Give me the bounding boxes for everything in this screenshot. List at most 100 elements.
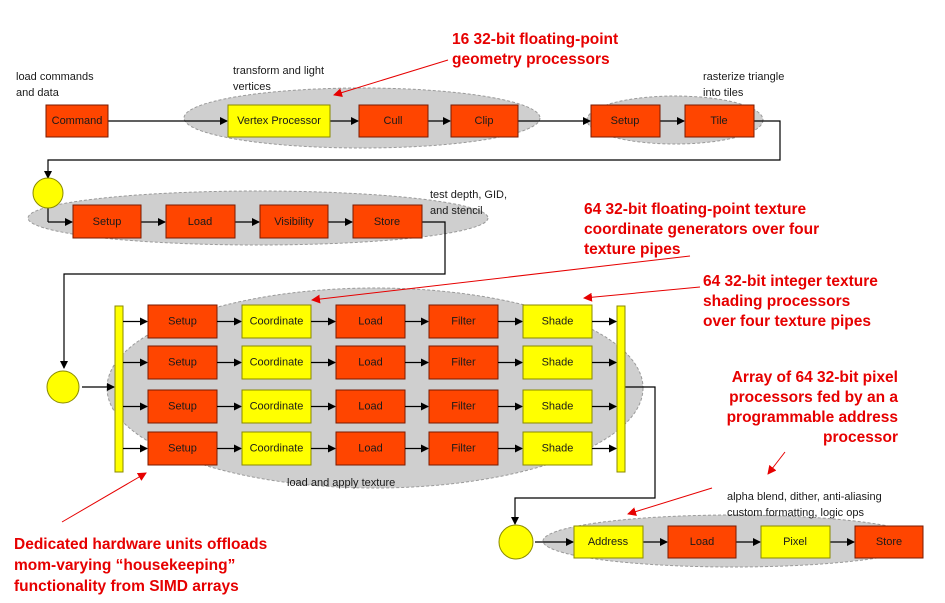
pixel-array-annotation-line: programmable address bbox=[727, 409, 898, 426]
texture-load-label: Load bbox=[358, 356, 382, 368]
pixel-array-annotation-line: processors fed by an a bbox=[729, 389, 898, 406]
texture-coordinate-box bbox=[241, 431, 312, 466]
vertex-processor-label: Vertex Processor bbox=[237, 115, 321, 127]
texture-coordinate-label: Coordinate bbox=[250, 315, 304, 327]
pixel-array-annotation-line: Array of 64 32-bit pixel bbox=[732, 369, 898, 386]
pixel-array-arrow bbox=[767, 451, 786, 475]
geometry-pipeline: Command Vertex Processor Cull Clip Setup… bbox=[45, 104, 755, 138]
geometry-annotation: 16 32-bit floating-point bbox=[452, 31, 618, 48]
pixel-box bbox=[760, 525, 831, 559]
texture-coordinate-arrow bbox=[311, 255, 691, 304]
texture-coordinate-annotation: texture pipes bbox=[584, 241, 680, 258]
geometry-annotation-arrow bbox=[333, 59, 449, 97]
address-label: Address bbox=[588, 536, 629, 548]
texture-filter-label: Filter bbox=[451, 356, 476, 368]
depth-store-label: Store bbox=[374, 216, 400, 228]
pixel-store-label: Store bbox=[876, 536, 902, 548]
pixel-note: alpha blend, dither, anti-aliasing bbox=[727, 491, 882, 503]
load-commands-note: and data bbox=[16, 87, 60, 99]
texture-filter-box bbox=[428, 345, 499, 380]
texture-setup-label: Setup bbox=[168, 356, 197, 368]
texture-shading-annotation: shading processors bbox=[703, 293, 850, 310]
depth-load-label: Load bbox=[188, 216, 212, 228]
texture-setup-box bbox=[147, 431, 218, 466]
texture-setup-label: Setup bbox=[168, 400, 197, 412]
pixel-label: Pixel bbox=[783, 536, 807, 548]
geometry-setup-label: Setup bbox=[611, 115, 640, 127]
texture-coordinate-label: Coordinate bbox=[250, 400, 304, 412]
texture-coordinate-label: Coordinate bbox=[250, 356, 304, 368]
texture-distributor-bar bbox=[114, 305, 124, 473]
housekeeping-annotation: Dedicated hardware units offloads bbox=[14, 536, 267, 553]
depth-note: test depth, GID, bbox=[430, 189, 507, 201]
texture-setup-label: Setup bbox=[168, 442, 197, 454]
texture-shade-label: Shade bbox=[542, 400, 574, 412]
texture-group-ellipse bbox=[106, 287, 644, 489]
pixel-note: custom formatting, logic ops bbox=[727, 507, 864, 519]
depth-pipeline: Setup Load Visibility Store bbox=[72, 204, 423, 239]
texture-note: load and apply texture bbox=[287, 477, 395, 489]
housekeeping-annotation: mom-varying “housekeeping” bbox=[14, 557, 235, 574]
command-label: Command bbox=[52, 115, 103, 127]
pixel-entry-node bbox=[498, 524, 534, 560]
texture-coordinate-annotation: coordinate generators over four bbox=[584, 221, 819, 238]
texture-entry-node bbox=[46, 370, 80, 404]
texture-shade-box bbox=[522, 389, 593, 424]
depth-note: and stencil bbox=[430, 205, 483, 217]
tile-note: into tiles bbox=[703, 87, 744, 99]
flow-connector bbox=[44, 120, 781, 179]
texture-load-label: Load bbox=[358, 400, 382, 412]
vertex-note: vertices bbox=[233, 81, 271, 93]
flow-connector bbox=[511, 386, 656, 525]
depth-load-box bbox=[165, 204, 236, 239]
pixel-array-annotation: Array of 64 32-bit pixel processors fed … bbox=[727, 369, 899, 446]
depth-setup-label: Setup bbox=[93, 216, 122, 228]
texture-shade-label: Shade bbox=[542, 442, 574, 454]
texture-shading-annotation: 64 32-bit integer texture bbox=[703, 273, 878, 290]
texture-setup-box bbox=[147, 389, 218, 424]
flow-connector bbox=[60, 221, 446, 369]
housekeeping-arrow bbox=[61, 472, 147, 523]
texture-coordinate-label: Coordinate bbox=[250, 442, 304, 454]
pixel-array-annotation-line: processor bbox=[823, 429, 898, 446]
command-box bbox=[45, 104, 109, 138]
texture-filter-box bbox=[428, 431, 499, 466]
tile-note: rasterize triangle bbox=[703, 71, 784, 83]
pixel-pipeline: Address Load Pixel Store bbox=[573, 525, 924, 559]
texture-filter-label: Filter bbox=[451, 315, 476, 327]
texture-filter-box bbox=[428, 304, 499, 339]
texture-filter-box bbox=[428, 389, 499, 424]
vertex-processor-box bbox=[227, 104, 331, 138]
texture-collector-bar bbox=[616, 305, 626, 473]
texture-load-label: Load bbox=[358, 315, 382, 327]
pixel-store-box bbox=[854, 525, 924, 559]
texture-shade-box bbox=[522, 345, 593, 380]
texture-shade-box bbox=[522, 304, 593, 339]
texture-coordinate-box bbox=[241, 389, 312, 424]
texture-load-box bbox=[335, 389, 406, 424]
clip-label: Clip bbox=[475, 115, 494, 127]
texture-setup-box bbox=[147, 345, 218, 380]
texture-shading-arrow bbox=[583, 286, 701, 302]
texture-shade-box bbox=[522, 431, 593, 466]
texture-filter-label: Filter bbox=[451, 400, 476, 412]
pixel-load-label: Load bbox=[690, 536, 714, 548]
vertex-note: transform and light bbox=[233, 65, 324, 77]
tile-box bbox=[684, 104, 755, 138]
texture-load-label: Load bbox=[358, 442, 382, 454]
texture-filter-label: Filter bbox=[451, 442, 476, 454]
cull-box bbox=[358, 104, 429, 138]
load-commands-note: load commands bbox=[16, 71, 94, 83]
cull-label: Cull bbox=[384, 115, 403, 127]
geometry-setup-box bbox=[590, 104, 661, 138]
texture-shade-label: Shade bbox=[542, 356, 574, 368]
clip-box bbox=[450, 104, 519, 138]
depth-setup-box bbox=[72, 204, 142, 239]
depth-entry-node bbox=[32, 177, 64, 209]
texture-load-box bbox=[335, 345, 406, 380]
housekeeping-annotation: functionality from SIMD arrays bbox=[14, 578, 239, 595]
texture-coordinate-box bbox=[241, 304, 312, 339]
texture-setup-label: Setup bbox=[168, 315, 197, 327]
